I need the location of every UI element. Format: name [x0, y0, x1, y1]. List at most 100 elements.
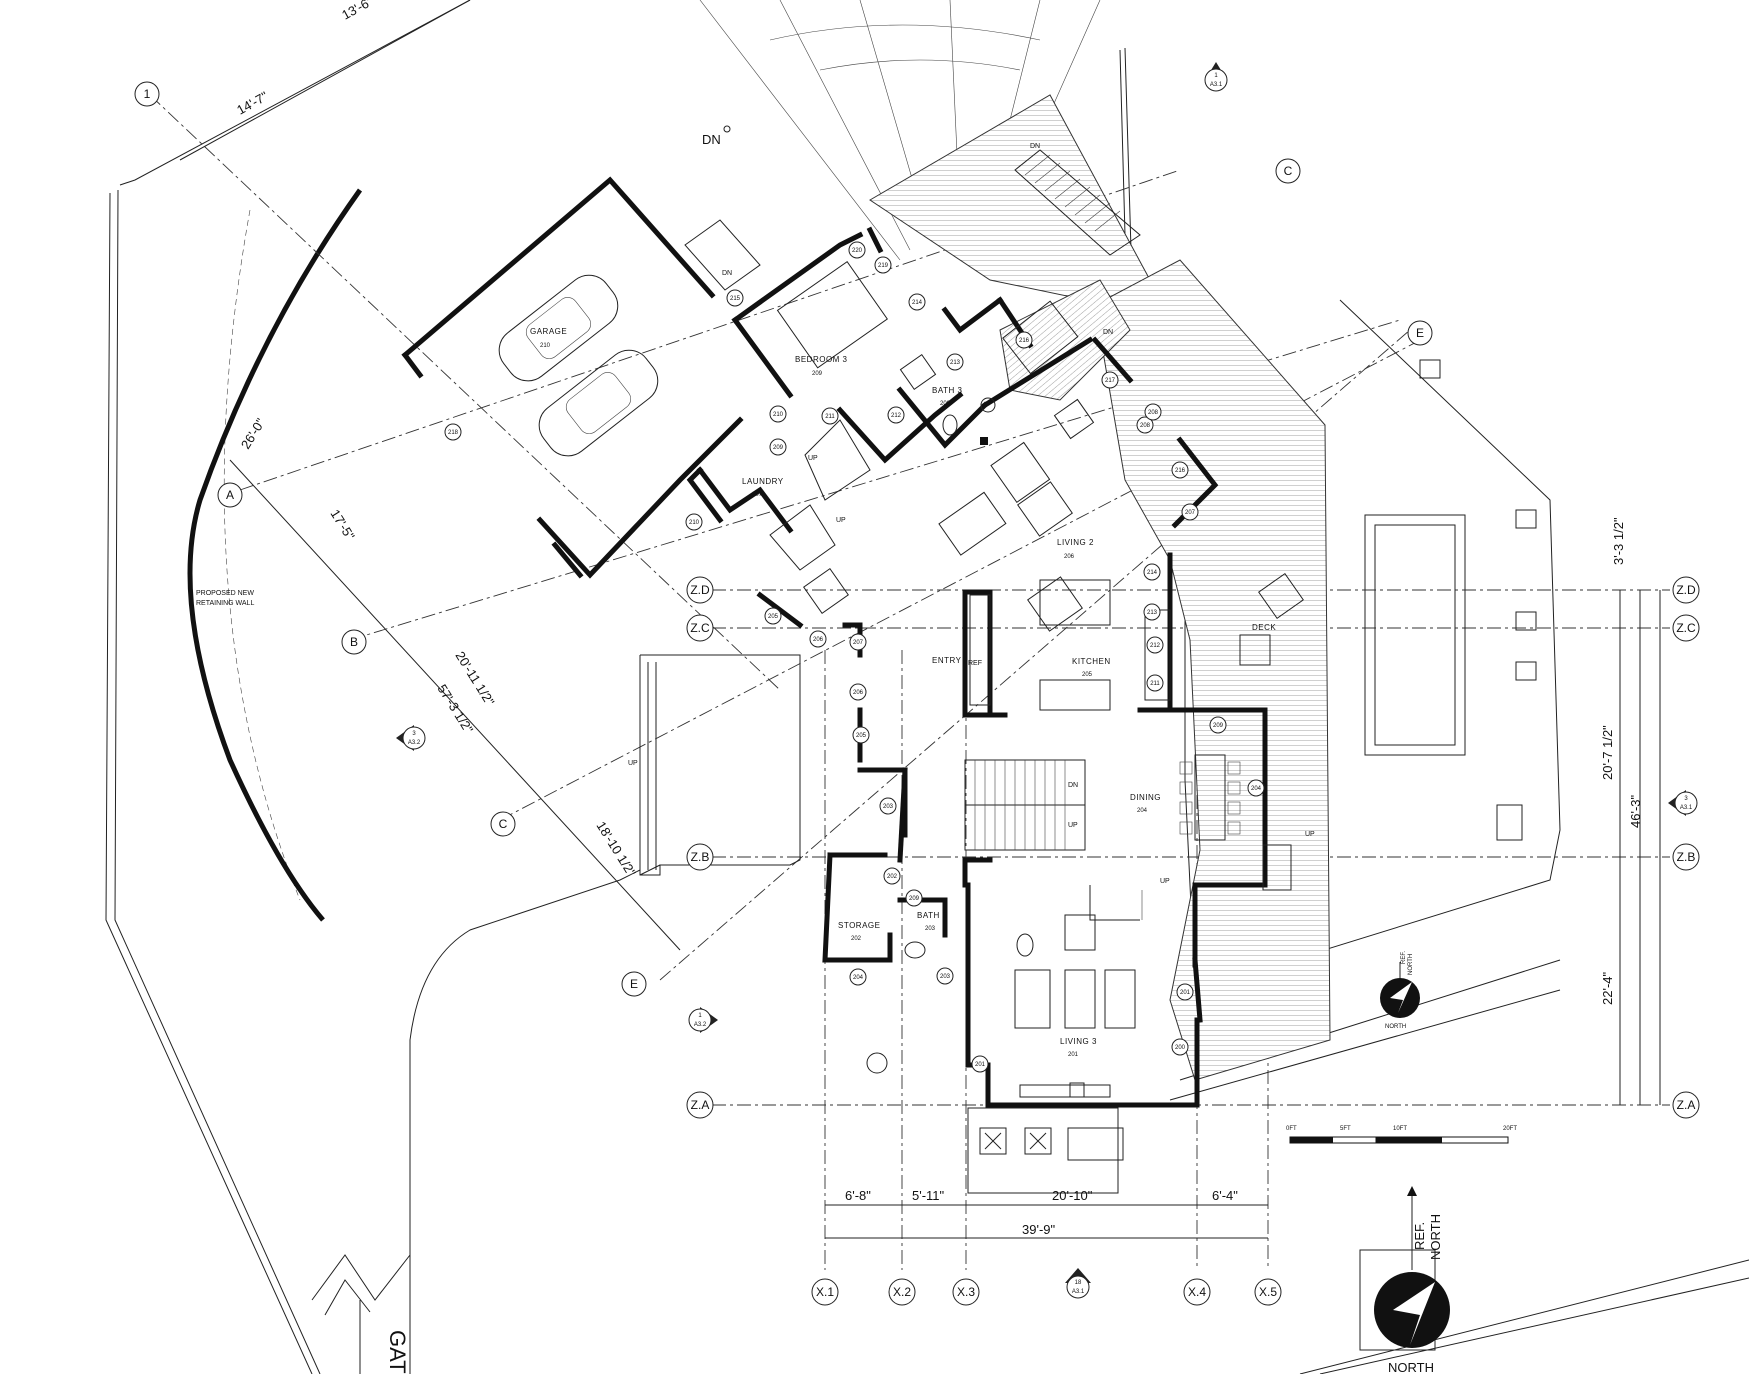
svg-text:1: 1 [698, 1013, 702, 1019]
svg-text:210: 210 [773, 412, 784, 418]
svg-text:X.1: X.1 [816, 1285, 834, 1299]
svg-text:207: 207 [1185, 510, 1196, 516]
door-tag: 210 [769, 405, 787, 423]
door-tag: 209 [769, 438, 787, 456]
section-marker: 3 A3.1 [1668, 790, 1698, 816]
dn-label: DN [1103, 329, 1113, 336]
grid-bubble: A [217, 482, 243, 508]
svg-text:216: 216 [1175, 468, 1186, 474]
svg-text:202: 202 [0, 0, 11, 2]
door-tag: 206 [849, 683, 867, 701]
svg-text:209: 209 [1213, 723, 1224, 729]
ref-north-label-small: REF. [1401, 951, 1407, 964]
room-name-living-3: LIVING 3 [1060, 1037, 1097, 1046]
door-tag: 216 [1171, 461, 1189, 479]
dim-20-10: 20'-10" [1052, 1188, 1093, 1203]
room-name-bedroom-3: BEDROOM 3 [795, 355, 848, 364]
gate-label: GATE [385, 1330, 410, 1374]
north-arrow: NORTH REF. NORTH [1359, 1186, 1450, 1374]
svg-text:Z.D: Z.D [690, 583, 710, 597]
svg-text:A3.2: A3.2 [694, 1022, 707, 1028]
room-name-storage: STORAGE [838, 921, 880, 930]
grid-bubble: Z.A [686, 1091, 714, 1119]
door-tag: 204 [849, 968, 867, 986]
walls [401, 176, 1268, 1108]
interior-detail [311, 219, 1537, 1316]
room-num-bedroom-3: 209 [812, 371, 823, 377]
grid-bubble: Z.A [1672, 1091, 1700, 1119]
grid-bubble: B [341, 629, 367, 655]
grid-bubble: Z.B [1672, 843, 1700, 871]
svg-text:200: 200 [1175, 1045, 1186, 1051]
grid-bubble: 1 [134, 81, 160, 107]
dim-26-0: 26'-0" [238, 415, 268, 451]
room-num-living-3: 201 [1068, 1052, 1079, 1058]
ref-north-label: REF. [1412, 1222, 1427, 1250]
dn-label: DN [1030, 143, 1040, 150]
svg-text:213: 213 [1147, 610, 1158, 616]
svg-text:3: 3 [412, 731, 416, 737]
dn-label: DN [702, 132, 721, 147]
dim-6-4: 6'-4" [1212, 1188, 1238, 1203]
svg-text:203: 203 [883, 804, 894, 810]
stair-directions: DN DN DN DN DN UP UP UP UP UP UP REF [628, 125, 1315, 885]
svg-text:212: 212 [891, 413, 902, 419]
retaining-wall-label: PROPOSED NEW [196, 590, 254, 597]
door-tag: 209 [905, 889, 923, 907]
svg-text:215: 215 [730, 296, 741, 302]
ref-north-label-2: NORTH [1428, 1214, 1443, 1260]
svg-text:Z.C: Z.C [690, 621, 710, 635]
room-labels: GARAGE 210 BEDROOM 3 209 BATH 3 208 LAUN… [530, 327, 1276, 1058]
svg-text:209: 209 [909, 896, 920, 902]
up-label: UP [808, 455, 818, 462]
svg-text:222: 222 [0, 0, 11, 2]
svg-text:X.2: X.2 [893, 1285, 911, 1299]
svg-text:214: 214 [912, 300, 923, 306]
door-tag: 208 [1136, 416, 1154, 434]
ref-label: REF [968, 660, 982, 667]
svg-text:212: 212 [1150, 643, 1161, 649]
svg-text:214: 214 [1147, 570, 1158, 576]
door-tag: 217 [1101, 371, 1119, 389]
svg-text:X.3: X.3 [957, 1285, 975, 1299]
door-tag: 222 [0, 0, 11, 2]
door-tag: 200 [1171, 1038, 1189, 1056]
svg-text:205: 205 [768, 614, 779, 620]
dim-13-6: 13'-6" [339, 0, 376, 23]
ref-north-label-small-2: NORTH [1408, 954, 1414, 975]
decks [869, 94, 1331, 1081]
door-tag: 212 [887, 406, 905, 424]
door-tag: 211 [821, 407, 839, 425]
room-num-bath-5: 203 [925, 926, 936, 932]
door-tag: 211 [1146, 674, 1164, 692]
north-arrow-small: NORTH REF. NORTH [1380, 951, 1420, 1030]
dn-label: DN [1068, 782, 1078, 789]
door-tag: 214 [1143, 563, 1161, 581]
door-tag: 205 [852, 726, 870, 744]
room-num-laundry: 207 [752, 492, 763, 498]
svg-text:Z.A: Z.A [1677, 1098, 1696, 1112]
scale-5: 5FT [1340, 1126, 1351, 1132]
room-name-deck: DECK [1252, 623, 1276, 632]
room-num-kitchen: 205 [1082, 672, 1093, 678]
north-label: NORTH [1388, 1360, 1434, 1374]
dim-17-5: 17'-5" [327, 507, 357, 543]
svg-text:220: 220 [852, 248, 863, 254]
door-tag: 216 [1015, 331, 1033, 349]
dim-46-3: 46'-3" [1628, 794, 1643, 828]
svg-text:202: 202 [887, 874, 898, 880]
svg-text:205: 205 [856, 733, 867, 739]
door-tag: 206 [809, 630, 827, 648]
up-label: UP [1068, 822, 1078, 829]
stairs-north [1014, 149, 1141, 256]
svg-text:X.5: X.5 [1259, 1285, 1277, 1299]
grid-bubble: X.1 [811, 1278, 839, 1306]
svg-text:A3.1: A3.1 [1072, 1289, 1085, 1295]
section-marker: 18 A3.1 [1065, 1268, 1091, 1299]
section-marker: 3 A3.2 [396, 725, 426, 751]
svg-text:A3.1: A3.1 [1680, 805, 1693, 811]
door-tag: 205 [764, 607, 782, 625]
door-tag: 203 [879, 797, 897, 815]
svg-text:213: 213 [950, 360, 961, 366]
up-label: UP [836, 517, 846, 524]
